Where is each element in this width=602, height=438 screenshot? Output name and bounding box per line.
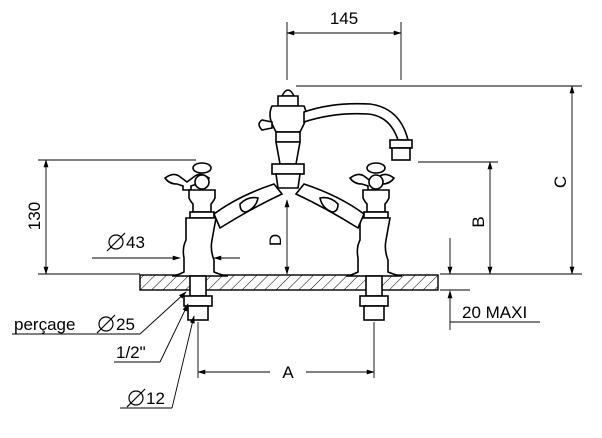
dimension-a-label: A [282,363,294,382]
dimension-130: 130 [25,159,196,275]
dimension-c: C [296,85,582,275]
diameter-43-label: 43 [126,233,145,252]
diameter-symbol-icon [106,232,126,252]
dimension-145: 145 [286,9,402,80]
dimension-c-label: C [551,176,570,188]
dimension-d: D [266,199,290,275]
dimension-d-label: D [266,234,285,246]
thread-label: 1/2" [116,343,146,362]
dimension-b-label: B [469,216,488,227]
diameter-symbol-icon [126,388,146,408]
tail-pieces [183,275,389,321]
bridge-arms [213,183,365,230]
dimension-a: A [197,322,375,382]
right-valve [345,162,403,277]
callout-thread: 1/2" [114,303,189,363]
spout [258,89,413,189]
callout-drilling: perçage 25 [12,291,187,335]
dimension-deck-thickness: 20 MAXI [440,238,540,330]
callout-pipe-diameter: 12 [120,315,195,409]
diameter-symbol-icon [96,314,116,334]
left-valve [163,162,229,277]
dimension-145-label: 145 [330,9,358,28]
dimension-b: B [418,161,498,275]
dimension-130-label: 130 [25,202,44,230]
dimension-diameter-43: 43 [92,232,240,261]
drilling-label: perçage [14,315,75,334]
pipe-diameter-label: 12 [146,389,165,408]
drilling-diameter-label: 25 [116,315,135,334]
deck-thickness-label: 20 MAXI [462,303,527,322]
deck-plate [139,274,439,291]
